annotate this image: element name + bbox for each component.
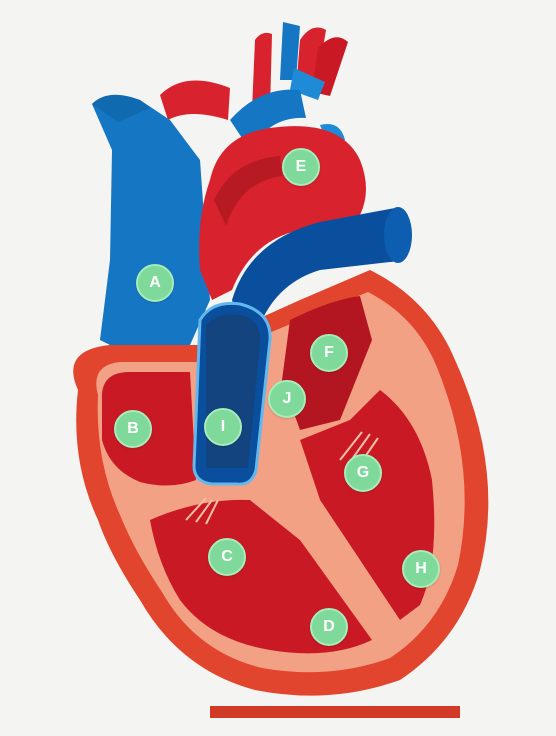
marker-f[interactable]: F [310, 334, 348, 372]
marker-d[interactable]: D [310, 608, 348, 646]
marker-g[interactable]: G [344, 454, 382, 492]
marker-c[interactable]: C [208, 538, 246, 576]
bottom-strip [210, 706, 460, 718]
marker-a[interactable]: A [136, 264, 174, 302]
marker-i[interactable]: I [204, 408, 242, 446]
superior-vena-cava [92, 95, 210, 350]
marker-j[interactable]: J [268, 380, 306, 418]
marker-h[interactable]: H [402, 550, 440, 588]
marker-b[interactable]: B [114, 410, 152, 448]
marker-e[interactable]: E [282, 148, 320, 186]
